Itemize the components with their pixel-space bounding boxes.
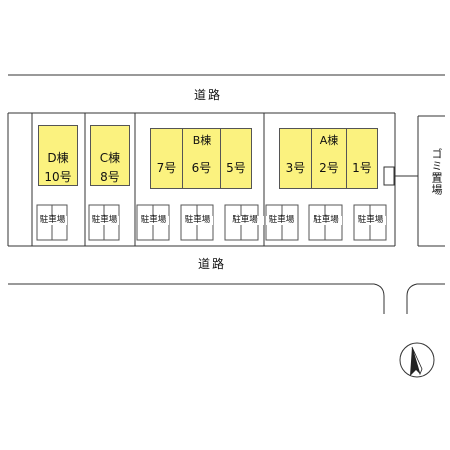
garbage-area-label: ゴミ置場 — [430, 148, 443, 196]
parking-label: 駐車場 — [90, 215, 119, 225]
parking-label: 駐車場 — [226, 216, 264, 225]
unit-label: 3号 — [285, 161, 306, 175]
unit-label: 6号 — [191, 161, 212, 175]
parking-label: 駐車場 — [310, 216, 342, 225]
parking-label: 駐車場 — [355, 216, 386, 225]
road-label-bottom: 道路 — [198, 257, 227, 271]
road-label-top: 道路 — [194, 88, 223, 102]
building-a-unit-1[interactable]: 1号 — [346, 128, 378, 189]
building-b-unit-7[interactable]: 7号 — [150, 128, 183, 189]
unit-label: 1号 — [352, 161, 372, 175]
garbage-area-box — [383, 166, 395, 186]
building-c-unit-8[interactable]: C棟 8号 — [90, 125, 130, 186]
road-edge-bottom-right — [406, 283, 445, 314]
building-c-name: C棟 — [99, 151, 121, 165]
building-b-unit-5[interactable]: 5号 — [220, 128, 252, 189]
building-a-name: A棟 — [319, 134, 339, 147]
parking-label: 駐車場 — [38, 215, 67, 225]
unit-label: 5号 — [226, 161, 246, 175]
unit-label: 2号 — [319, 161, 339, 175]
building-b-unit-6[interactable]: 6号 — [182, 128, 221, 189]
unit-label: 10号 — [44, 170, 72, 184]
building-d-name: D棟 — [47, 151, 69, 165]
north-arrow-icon — [399, 342, 435, 378]
parking-label: 駐車場 — [266, 216, 297, 225]
unit-label: 8号 — [100, 170, 120, 184]
unit-label: 7号 — [156, 161, 177, 175]
building-a-unit-2[interactable]: 2号 — [311, 128, 347, 189]
road-edge-bottom-left — [8, 283, 385, 314]
building-b-name: B棟 — [192, 134, 212, 147]
parking-label: 駐車場 — [182, 216, 213, 225]
building-d-unit-10[interactable]: D棟 10号 — [38, 125, 78, 186]
parking-label: 駐車場 — [138, 216, 169, 225]
